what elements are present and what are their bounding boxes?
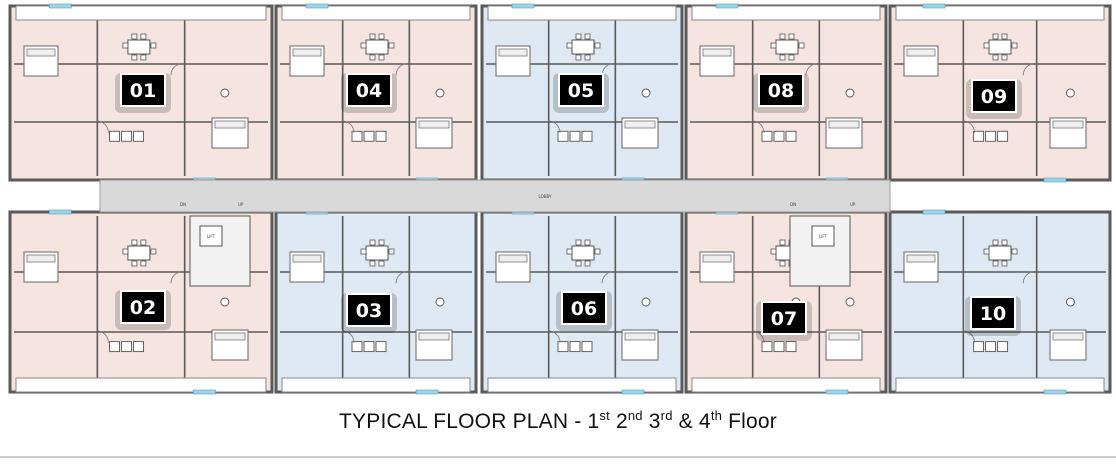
unit-badge-07: 07 <box>756 301 812 341</box>
lift-label-left: LIFT <box>207 234 216 239</box>
unit-badge-06: 06 <box>556 291 612 331</box>
unit-badge-01: 01 <box>115 73 171 113</box>
unit-badge-05: 05 <box>553 73 609 113</box>
stair-core-left: LIFT DN UP <box>180 202 251 287</box>
stair-up-label-left: UP <box>238 202 244 207</box>
unit-badge-04: 04 <box>341 73 397 113</box>
unit-number-04: 04 <box>356 80 382 102</box>
unit-09-plan <box>888 3 1112 183</box>
unit-badge-08: 08 <box>753 73 809 113</box>
unit-04-plan <box>274 3 478 183</box>
unit-number-02: 02 <box>130 297 156 319</box>
floor-4: 4th <box>698 408 723 433</box>
lift-label-right: LIFT <box>819 234 828 239</box>
unit-badge-03: 03 <box>341 293 397 333</box>
floor-2: 2nd <box>615 408 643 433</box>
unit-number-08: 08 <box>768 80 794 102</box>
unit-number-06: 06 <box>571 298 597 320</box>
floor-plan-drawing: LOBBY LIFT DN UP LIFT DN UP 10 01 04 05 08 09… <box>8 3 1112 395</box>
bottom-divider <box>0 456 1116 458</box>
floor-plan-caption: TYPICAL FLOOR PLAN - 1st 2nd 3rd & 4th F… <box>0 408 1116 434</box>
caption-tail: Floor <box>722 410 777 433</box>
unit-number-01: 01 <box>130 80 156 102</box>
caption-text: TYPICAL FLOOR PLAN - <box>339 410 588 433</box>
unit-badge-02: 02 <box>115 290 171 330</box>
unit-number-09: 09 <box>981 86 1007 108</box>
stair-up-label-right: UP <box>850 202 856 207</box>
caption-joiner: & <box>672 410 699 433</box>
unit-badge-10: 10 <box>965 296 1021 336</box>
unit-number-07: 07 <box>771 308 797 330</box>
unit-badge-09: 09 <box>966 79 1022 119</box>
unit-number-03: 03 <box>356 300 382 322</box>
stair-down-label-right: DN <box>790 202 796 207</box>
unit-number-05: 05 <box>568 80 594 102</box>
floor-3: 3rd <box>648 408 673 433</box>
floor-1: 1st <box>587 408 610 433</box>
stair-down-label-left: DN <box>180 202 186 207</box>
lobby-corridor: LOBBY <box>99 179 891 213</box>
corridor-label: LOBBY <box>539 194 553 199</box>
unit-number-10: 10 <box>980 303 1006 325</box>
stair-core-right: LIFT DN UP <box>789 202 856 287</box>
